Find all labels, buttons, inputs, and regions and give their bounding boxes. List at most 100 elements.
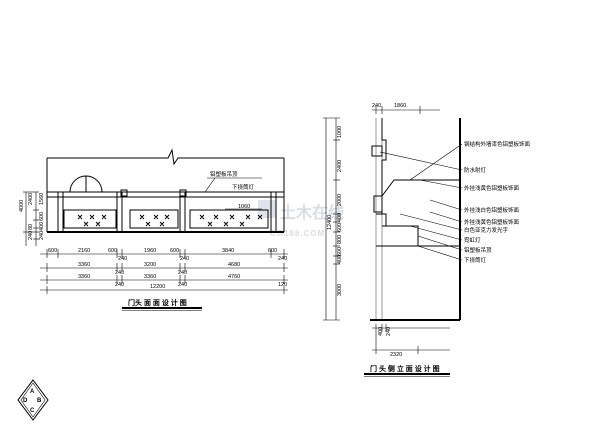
spot-light <box>371 145 383 157</box>
note-4: 外挂浅白色铝塑板饰面 <box>464 206 520 214</box>
svg-text:3000: 3000 <box>337 284 343 296</box>
side-leaders <box>379 143 463 261</box>
top-dim-2: 1860 <box>394 103 406 109</box>
label-panel-width: 1060 <box>238 204 250 210</box>
watermark-main: 土木在线 <box>280 203 344 222</box>
svg-text:3840: 3840 <box>222 248 234 254</box>
side-left-ticks <box>323 117 340 321</box>
dim-row-2 <box>40 263 288 272</box>
svg-text:240: 240 <box>178 282 187 288</box>
door-swing-right <box>85 175 103 193</box>
column <box>57 191 64 233</box>
left-dim-ticks <box>23 191 39 240</box>
svg-text:4000: 4000 <box>19 200 25 212</box>
label-sign-top: 铝塑板吊顶 <box>210 170 238 178</box>
svg-text:240: 240 <box>118 256 127 262</box>
column <box>116 191 123 233</box>
roof-line <box>47 148 284 166</box>
side-left-labels: 1000 2400 2000 400 600 800 600 400 3000 … <box>327 126 343 296</box>
svg-text:400: 400 <box>39 222 45 231</box>
bottom-dim-1: 400 <box>378 327 384 336</box>
svg-text:B: B <box>37 398 42 404</box>
door-swing-left <box>69 175 87 193</box>
svg-text:2400: 2400 <box>337 160 343 172</box>
note-1: 钢结构外墙漆色铝塑板饰面 <box>464 140 531 148</box>
note-2: 防水射灯 <box>464 166 487 174</box>
panel-stars <box>77 214 263 227</box>
svg-text:240: 240 <box>115 282 124 288</box>
note-6: 白色亚克力发光字 <box>464 226 509 234</box>
svg-text:240: 240 <box>28 231 34 240</box>
svg-text:600: 600 <box>337 223 343 232</box>
svg-text:2000: 2000 <box>337 194 343 206</box>
svg-text:240: 240 <box>115 270 124 276</box>
column <box>270 191 277 233</box>
dim-row-1-labels: 600 2160 600 240 1960 600 240 3840 600 2… <box>48 248 287 262</box>
side-notes: 钢结构外墙漆色铝塑板饰面 防水射灯 外挂浅黄色铝塑板饰面 外挂浅白色铝塑板饰面 … <box>464 140 531 264</box>
top-cap <box>381 118 387 161</box>
panel-2 <box>129 209 179 229</box>
note-5: 外挂浅黄色铝塑板饰面 <box>464 218 520 226</box>
svg-text:A: A <box>30 389 35 395</box>
svg-text:1560: 1560 <box>39 193 45 205</box>
svg-text:C: C <box>30 408 35 414</box>
note-7: 霓虹灯 <box>464 236 481 244</box>
side-elevation: 钢结构外墙漆色铝塑板饰面 防水射灯 外挂浅黄色铝塑板饰面 外挂浅白色铝塑板饰面 … <box>323 103 531 377</box>
dim-row-1 <box>40 249 288 258</box>
svg-text:240: 240 <box>39 231 45 240</box>
svg-text:4760: 4760 <box>228 274 240 280</box>
svg-text:2160: 2160 <box>78 248 90 254</box>
panel-3 <box>189 209 269 229</box>
logo-diamond <box>17 379 49 421</box>
leader-line <box>204 177 216 193</box>
svg-text:4680: 4680 <box>228 262 240 268</box>
svg-text:1960: 1960 <box>144 248 156 254</box>
front-elevation: 铝塑板吊顶 下挠筒灯 1060 4000 2400 1560 600 400 2… <box>19 148 288 311</box>
top-dim-1: 240 <box>372 103 381 109</box>
svg-text:D: D <box>23 398 28 404</box>
svg-text:3200: 3200 <box>144 262 156 268</box>
svg-text:3360: 3360 <box>78 262 90 268</box>
svg-text:3360: 3360 <box>144 274 156 280</box>
left-dim-labels: 4000 2400 1560 600 400 240 240 80 <box>19 193 45 240</box>
svg-text:400: 400 <box>337 213 343 222</box>
logo-diamond-inner <box>20 382 46 418</box>
sign-slope <box>381 179 460 197</box>
note-3: 外挂浅黄色铝塑板饰面 <box>464 184 520 192</box>
dim-row-3 <box>40 275 288 284</box>
sign-box <box>373 195 383 213</box>
column-cap <box>179 189 187 197</box>
svg-text:80: 80 <box>28 224 34 230</box>
svg-text:600: 600 <box>108 248 117 254</box>
panel-1 <box>63 209 117 229</box>
label-down-light: 下挠筒灯 <box>232 183 255 191</box>
dim-row-2-labels: 3360 240 3200 240 4680 <box>78 262 240 276</box>
column-cap <box>120 189 128 197</box>
svg-text:600: 600 <box>48 248 57 254</box>
dim-total: 12200 <box>150 284 165 290</box>
svg-text:400: 400 <box>337 255 343 264</box>
column <box>179 191 186 233</box>
svg-text:600: 600 <box>337 247 343 256</box>
bottom-dim-2: 240 <box>386 327 392 336</box>
side-elevation-title: 门 头 侧 立 面 设 计 图 <box>370 364 440 373</box>
svg-text:240: 240 <box>178 270 187 276</box>
bottom-dim-3: 2320 <box>390 352 402 358</box>
svg-text:240: 240 <box>278 256 287 262</box>
svg-text:3360: 3360 <box>78 274 90 280</box>
svg-text:800: 800 <box>337 235 343 244</box>
svg-text:240: 240 <box>180 256 189 262</box>
watermark-sub: CO188.COM <box>270 229 325 238</box>
svg-text:600: 600 <box>39 212 45 221</box>
svg-text:600: 600 <box>268 248 277 254</box>
svg-text:12400: 12400 <box>327 215 333 230</box>
note-8: 铝塑板吊顶 <box>464 246 492 254</box>
front-elevation-title: 门头 面 面 设 计 图 <box>128 298 187 307</box>
note-9: 下挠筒灯 <box>464 256 487 264</box>
company-logo-icon: A B C D <box>17 379 49 421</box>
svg-text:2400: 2400 <box>28 193 34 205</box>
dim-row-3-labels: 3360 240 3360 240 4760 120 <box>78 274 287 288</box>
svg-text:120: 120 <box>278 282 287 288</box>
svg-text:600: 600 <box>170 248 179 254</box>
